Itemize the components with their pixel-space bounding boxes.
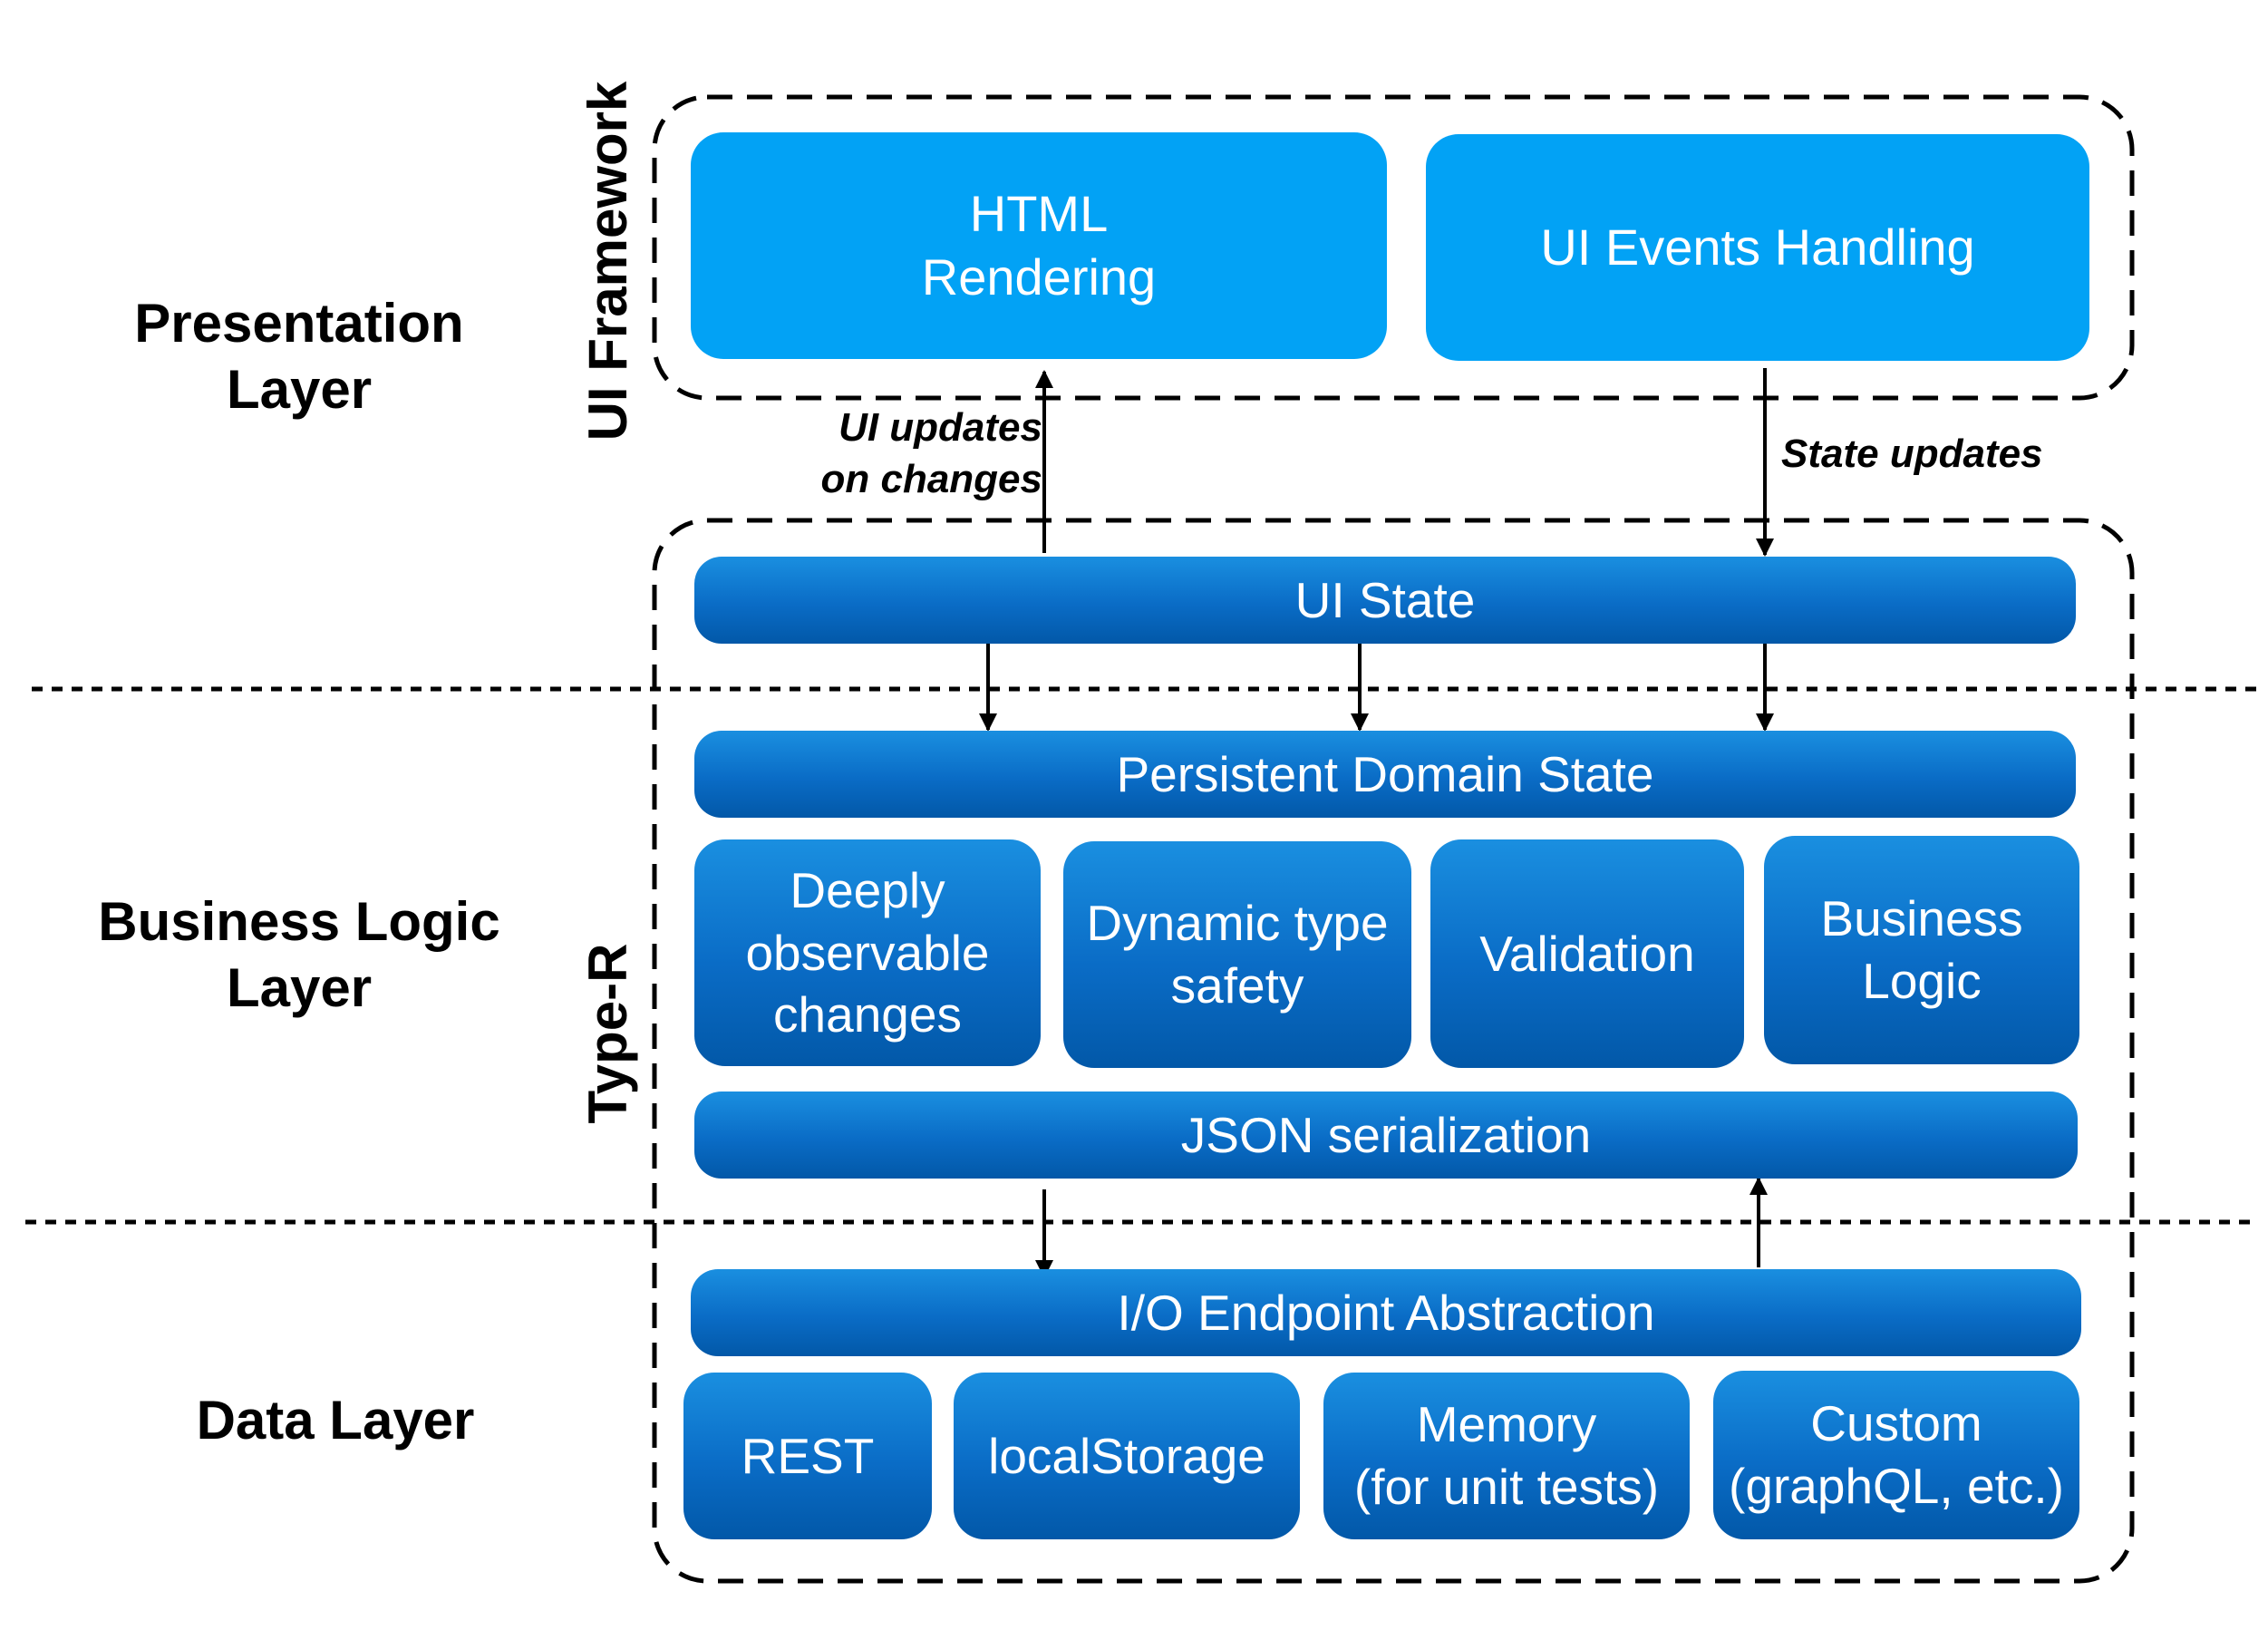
ui-framework-label: UI Framework xyxy=(577,81,638,441)
business-logic-box: Business Logic xyxy=(1764,836,2079,1064)
rest-box: REST xyxy=(683,1373,932,1539)
ui-state-bar: UI State xyxy=(694,557,2076,644)
type-r-outline xyxy=(652,518,2135,1584)
json-serialization-bar: JSON serialization xyxy=(694,1092,2078,1179)
custom-box: Custom (graphQL, etc.) xyxy=(1713,1371,2079,1539)
ui-updates-label: UI updates on changes xyxy=(820,405,1043,502)
dynamic-type-safety-box: Dynamic type safety xyxy=(1063,841,1411,1068)
localstorage-box: localStorage xyxy=(954,1373,1300,1539)
presentation-layer-label: Presentation Layer xyxy=(134,293,464,421)
ui-framework-outline xyxy=(652,94,2135,401)
memory-box: Memory (for unit tests) xyxy=(1323,1373,1690,1539)
persistent-domain-state-bar: Persistent Domain State xyxy=(694,731,2076,818)
validation-box: Validation xyxy=(1430,839,1744,1068)
state-updates-label: State updates xyxy=(1781,432,2043,476)
business-logic-layer-label: Business Logic Layer xyxy=(98,891,500,1019)
type-r-label: Type-R xyxy=(577,943,638,1124)
ui-events-handling-box: UI Events Handling xyxy=(1426,134,2089,361)
io-endpoint-abstraction-bar: I/O Endpoint Abstraction xyxy=(691,1269,2081,1356)
deeply-observable-changes-box: Deeply observable changes xyxy=(694,839,1041,1066)
data-layer-label: Data Layer xyxy=(196,1390,475,1451)
html-rendering-box: HTML Rendering xyxy=(691,132,1387,359)
